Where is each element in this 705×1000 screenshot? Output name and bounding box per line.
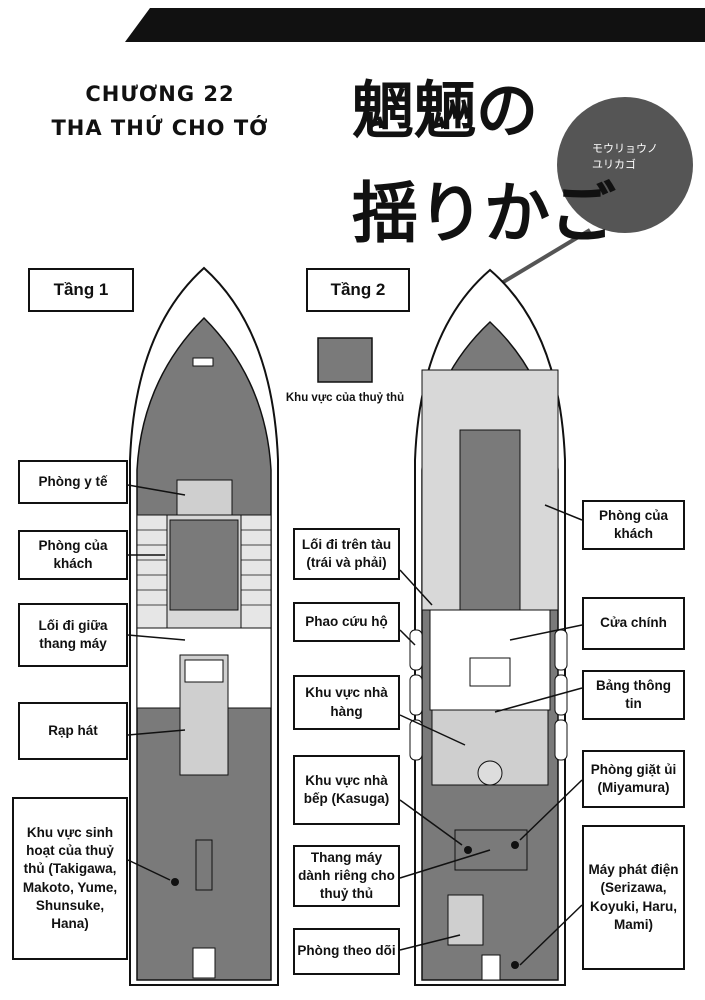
- header-bar: [125, 8, 705, 42]
- label-crew-living-area: Khu vực sinh hoạt của thuỷ thủ (Takigawa…: [12, 797, 128, 960]
- chapter-title: THA THỨ CHO TỚ: [51, 116, 269, 140]
- label-generator: Máy phát điện (Serizawa, Koyuki, Haru, M…: [582, 825, 685, 970]
- floor-1-title: Tầng 1: [28, 268, 134, 312]
- label-life-buoys: Phao cứu hộ: [293, 602, 400, 642]
- logo-splash: [557, 97, 693, 233]
- floor-2-title: Tầng 2: [306, 268, 410, 312]
- label-guest-rooms-2: Phòng của khách: [582, 500, 685, 550]
- label-theater: Rạp hát: [18, 702, 128, 760]
- label-guest-rooms-1: Phòng của khách: [18, 530, 128, 580]
- logo-title-line2: 揺りかご: [352, 174, 616, 252]
- legend-crew-area: Khu vực của thuỷ thủ: [285, 392, 405, 404]
- label-deck-walkway: Lối đi trên tàu (trái và phải): [293, 528, 400, 580]
- label-medical-room: Phòng y tế: [18, 460, 128, 504]
- label-crew-elevator: Thang máy dành riêng cho thuỷ thủ: [293, 845, 400, 907]
- chapter-number: CHƯƠNG 22: [85, 82, 235, 106]
- label-info-board: Bảng thông tin: [582, 670, 685, 720]
- ship-floor-1: [129, 266, 279, 986]
- label-restaurant: Khu vực nhà hàng: [293, 675, 400, 730]
- label-elevator-corridor: Lối đi giữa thang máy: [18, 603, 128, 667]
- ship-floor-2: [409, 268, 568, 986]
- label-kitchen: Khu vực nhà bếp (Kasuga): [293, 755, 400, 825]
- crew-area-swatch: [317, 337, 373, 383]
- label-laundry: Phòng giặt ủi (Miyamura): [582, 750, 685, 808]
- logo-reading-1: モウリョウノ: [592, 142, 658, 155]
- label-monitoring-room: Phòng theo dõi: [293, 928, 400, 975]
- logo-reading-2: ユリカゴ: [592, 158, 636, 171]
- label-main-door: Cửa chính: [582, 597, 685, 650]
- logo-title-line1: 魍魎の: [352, 74, 539, 147]
- leader-lines: [127, 484, 583, 966]
